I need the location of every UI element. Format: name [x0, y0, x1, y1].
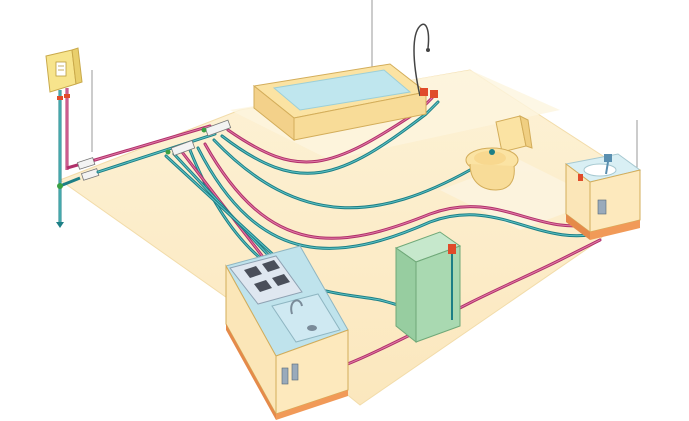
water-heater-icon	[45, 47, 83, 228]
kitchen-sink-stove-icon	[225, 245, 349, 420]
bathtub-icon	[252, 23, 438, 142]
manifold-header-icon	[165, 119, 232, 157]
toilet-icon	[465, 115, 533, 191]
manifold-header-left	[57, 157, 100, 189]
washbasin-icon	[564, 153, 642, 240]
washing-machine-icon	[394, 231, 462, 344]
